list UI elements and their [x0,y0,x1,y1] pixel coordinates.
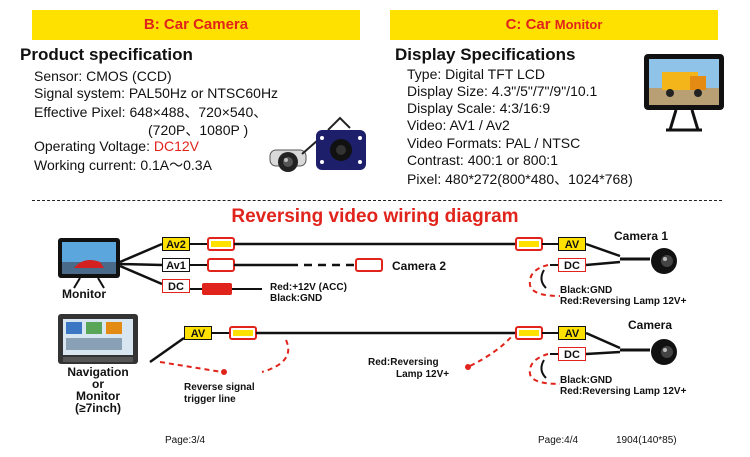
connector-av1-female [207,258,235,272]
reversing-lamp-dot [465,364,471,370]
camera-power-red: Red:Reversing Lamp 12V+ [560,386,687,397]
wire-cam1-av [585,242,621,258]
connector-cam1-av-female-core [519,241,539,247]
reversing-label-line1: Red:Reversing [368,357,439,368]
wire-nav-av [149,336,185,364]
page-left: Page:3/4 [165,435,206,446]
camera1-power-red: Red:Reversing Lamp 12V+ [560,296,687,307]
wire-cam-black-lead [540,359,547,379]
voltage-label: Operating Voltage: [34,138,154,154]
header-car-monitor-text: C: Car Monitor [390,10,718,40]
page-right: Page:4/4 [538,435,579,446]
power-label-red: Red:+12V (ACC) [270,282,347,293]
camera2-label: Camera 2 [392,259,447,273]
tag-camera-av: AV [558,326,586,340]
wire-trigger-extension [261,339,290,373]
wire-cam-red-lead [528,353,561,385]
display-spec-title: Display Specifications [395,45,576,64]
spec-signal-system: Signal system: PAL50Hz or NTSC60Hz [34,85,279,101]
tag-camera1-av: AV [558,237,586,251]
tag-av1: Av1 [162,258,190,272]
display-pixel: Pixel: 480*272(800*480、1024*768) [407,171,633,187]
square-camera-icon [316,116,366,170]
camera-label: Camera [628,318,673,332]
butterfly-camera-icon [269,139,319,172]
display-scale: Display Scale: 4:3/16:9 [407,100,551,116]
wire-cam1-red-lead [528,264,561,297]
camera-icon [651,339,677,365]
connector-cam-av-female-core [519,330,539,336]
wire-cam-av [585,331,621,350]
navigation-label-line1: Navigation [67,365,129,379]
reversing-label-line2: Lamp 12V+ [396,369,450,380]
diagram-title: Reversing video wiring diagram [231,206,519,227]
connector-dc-power [202,283,232,295]
header-car-camera-text: B: Car Camera [32,10,360,40]
header-left-prefix: B: [143,16,164,33]
display-size: Display Size: 4.3"/5"/7"/9"/10.1 [407,83,598,99]
wire-cam-dc [585,350,621,356]
connector-camera2 [355,258,383,272]
voltage-value: DC12V [153,138,200,154]
tag-av2: Av2 [162,237,190,251]
monitor-label: Monitor [62,287,106,301]
camera1-icon [651,248,677,274]
camera-power-black: Black:GND [560,375,613,386]
navigation-device-icon [58,314,138,364]
camera1-label: Camera 1 [614,229,669,243]
connector-av2-female-core [211,241,231,247]
wire-cam1-black-lead [540,269,547,289]
display-video: Video: AV1 / Av2 [407,117,510,133]
section-separator [32,200,722,201]
spec-working-current: Working current: 0.1A～0.3A [34,157,212,173]
spec-effective-pixel: Effective Pixel: 648×488、720×540、 [34,104,268,120]
trigger-label-line1: Reverse signal [184,382,255,393]
display-type: Type: Digital TFT LCD [407,66,545,82]
wire-monitor-dc [119,264,163,286]
display-video-formats: Video Formats: PAL / NTSC [407,135,581,151]
trigger-label-line2: trigger line [184,394,236,405]
power-label-black: Black:GND [270,293,323,304]
product-spec-title: Product specification [20,45,193,64]
product-code: 1904(140*85) [616,435,677,446]
camera-products-image [269,116,366,172]
header-right-title-small: Monitor [554,17,603,32]
spec-operating-voltage: Operating Voltage: DC12V [34,138,199,154]
spec-sensor: Sensor: CMOS (CCD) [34,68,172,84]
camera1-power-black: Black:GND [560,285,613,296]
wire-reverse-trigger [159,361,223,373]
navigation-label-line4: (≥7inch) [75,401,121,415]
header-car-camera: B: Car Camera [32,10,360,40]
navigation-label-line3: Monitor [76,389,120,403]
spec-effective-pixel-hd: (720P、1080P ) [148,122,249,138]
tag-dc: DC [162,279,190,293]
monitor-product-image [644,54,724,132]
navigation-label: Navigation or Monitor (≥7inch) [58,366,138,414]
tag-nav-av: AV [184,326,212,340]
wire-monitor-av2 [119,242,163,264]
wire-cam1-dc [585,260,621,267]
navigation-label-line2: or [92,377,104,391]
header-left-title: Car Camera [163,16,249,33]
wire-reversing-lamp [469,335,513,367]
header-right-title: Car [525,16,551,33]
monitor-device-icon [58,238,120,289]
connector-nav-av-female-core [233,330,253,336]
tag-camera1-dc: DC [558,258,586,272]
header-right-prefix: C: [505,16,526,33]
trigger-end-dot [221,369,227,375]
header-car-monitor: C: Car Monitor [390,10,718,40]
display-contrast: Contrast: 400:1 or 800:1 [407,152,558,168]
wire-monitor-av1 [119,262,163,267]
tag-camera-dc: DC [558,347,586,361]
